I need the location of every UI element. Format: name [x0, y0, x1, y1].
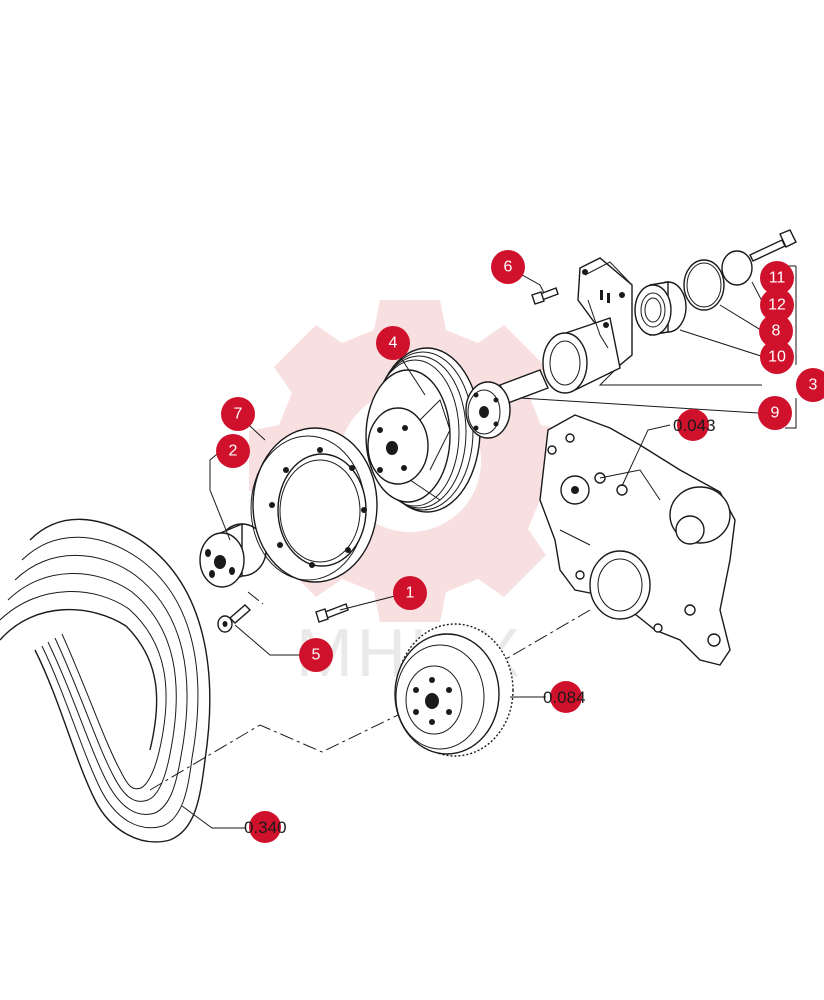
- callout-12-label: 12: [768, 297, 786, 314]
- reference-0-084[interactable]: 0.084: [543, 681, 586, 713]
- crankshaft-damper-pulley: [394, 623, 514, 757]
- reference-0-340[interactable]: 0.340: [244, 811, 287, 843]
- callout-6[interactable]: 6: [491, 250, 525, 284]
- washer: [721, 250, 753, 286]
- callout-4[interactable]: 4: [376, 326, 410, 360]
- callout-8-label: 8: [772, 323, 781, 340]
- callout-1-label: 1: [406, 585, 415, 602]
- bolt-bracket: [531, 287, 559, 305]
- snap-ring: [683, 259, 725, 311]
- bolt-long: [749, 229, 797, 262]
- callout-10[interactable]: 10: [760, 340, 794, 374]
- callout-10-label: 10: [768, 349, 786, 366]
- pulley-hub: [199, 522, 267, 588]
- callout-6-label: 6: [504, 259, 513, 276]
- reference-0-340-label: 0.340: [244, 818, 287, 837]
- leader-lines: [181, 265, 797, 829]
- callout-1[interactable]: 1: [393, 576, 427, 610]
- callout-2[interactable]: 2: [216, 434, 250, 468]
- poly-v-belt: [0, 518, 211, 843]
- timing-cover: [539, 414, 736, 666]
- pulley-disc: [250, 427, 378, 583]
- callout-11-label: 11: [769, 270, 786, 287]
- callout-3[interactable]: 3: [796, 368, 824, 402]
- reference-0-043-label: 0.043: [673, 416, 716, 435]
- tensioner-bracket: [542, 257, 633, 394]
- callout-5-label: 5: [312, 647, 321, 664]
- bolt-pulley: [315, 603, 349, 623]
- callout-2-label: 2: [229, 443, 238, 460]
- socket-screw: [217, 604, 252, 633]
- callout-7[interactable]: 7: [221, 397, 255, 431]
- reference-0-084-label: 0.084: [543, 688, 586, 707]
- callout-8[interactable]: 8: [759, 314, 793, 348]
- callout-11[interactable]: 11: [760, 261, 794, 295]
- bearing: [634, 281, 687, 336]
- callout-5[interactable]: 5: [299, 638, 333, 672]
- callout-4-label: 4: [389, 335, 398, 352]
- callout-9-label: 9: [771, 405, 780, 422]
- fan-drive-pulley: [365, 347, 481, 513]
- callout-12[interactable]: 12: [760, 288, 794, 322]
- callout-9[interactable]: 9: [758, 396, 792, 430]
- idler-shaft: [465, 369, 549, 439]
- reference-0-043[interactable]: 0.043: [673, 409, 716, 441]
- callout-7-label: 7: [234, 406, 243, 423]
- callout-3-label: 3: [809, 377, 818, 394]
